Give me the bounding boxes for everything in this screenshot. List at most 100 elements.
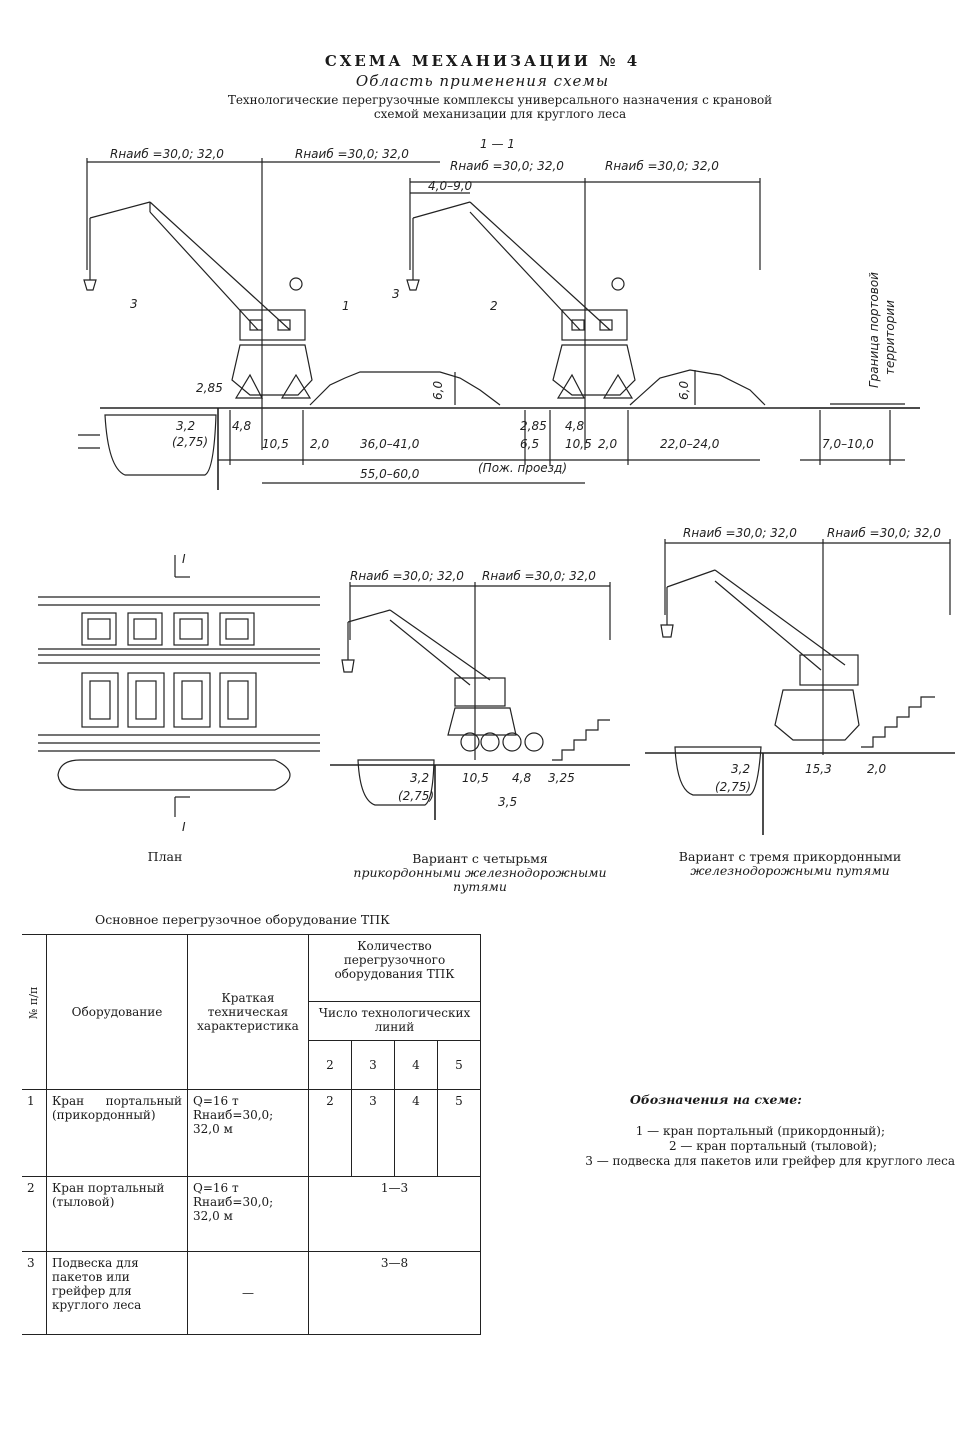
section-mark: 1 — 1 [480, 137, 515, 151]
scheme-description: Технологические перегрузочные комплексы … [190, 93, 810, 121]
variant4-radius-2: Rнаиб =30,0; 32,0 [482, 569, 596, 583]
row-equipment: Кран портальный (прикордонный) [46, 1089, 188, 1177]
dim-4-8-right: 4,8 [565, 419, 584, 433]
dim-7-10: 7,0–10,0 [822, 437, 874, 451]
plan-section-label-top: I [182, 552, 186, 566]
equipment-table: № п/п Оборудование Краткая техническая х… [22, 934, 481, 1335]
radius-label-3: Rнаиб =30,0; 32,0 [450, 159, 564, 173]
height-2-85-right: 2,85 [520, 419, 547, 433]
dim-4-9: 4,0–9,0 [428, 179, 473, 193]
variant3-dim-2-0: 2,0 [867, 762, 886, 776]
line-count-4: 4 [394, 1040, 438, 1090]
variant3-caption: Вариант с тремя прикордонными железнодор… [660, 850, 920, 878]
col-lines-header: Число технологических линий [308, 1001, 481, 1041]
stack-height-2: 6,0 [677, 381, 691, 400]
boundary-label-1: Граница портовой [867, 272, 881, 388]
row-spec: Q=16 т Rнаиб=30,0; 32,0 м [187, 1176, 309, 1252]
scheme-title: СХЕМА МЕХАНИЗАЦИИ № 4 [324, 52, 641, 70]
dim-10-5-left: 10,5 [262, 437, 289, 451]
col-qty-header: Количество перегрузочного оборудования Т… [308, 934, 481, 1002]
variant3-caption-line-2: железнодорожными путями [690, 863, 890, 878]
variant3-dim-3-2: 3,2 [731, 762, 750, 776]
variant4-dim-10-5: 10,5 [462, 771, 489, 785]
dim-55-60: 55,0–60,0 [360, 467, 420, 481]
plan-drawing: I I [38, 552, 320, 834]
grab-number-1: 3 [130, 297, 138, 311]
radius-label-4: Rнаиб =30,0; 32,0 [605, 159, 719, 173]
plan-section-label-bottom: I [182, 820, 186, 834]
variant3-dim-2-75: (2,75) [715, 780, 751, 794]
variant4-caption: Вариант с четырьмя прикордонными железно… [340, 852, 620, 894]
crane-2-drawing [406, 201, 636, 399]
legend-item-2: 2 — кран портальный (тыловой); [668, 1139, 877, 1153]
crane-1-drawing [83, 201, 313, 399]
table-row: 2 Кран портальный (тыловой) Q=16 т Rнаиб… [22, 1176, 481, 1252]
variant4-dim-4-8: 4,8 [512, 771, 531, 785]
col-num-header: № п/п [22, 934, 47, 1090]
grab-number-2: 3 [392, 287, 400, 301]
legend-title: Обозначения на схеме: [630, 1092, 802, 1107]
variant4-dim-2-75: (2,75) [398, 789, 434, 803]
line-count-5: 5 [437, 1040, 481, 1090]
row-qty: 5 [437, 1089, 481, 1177]
row-qty: 2 [308, 1089, 352, 1177]
legend-list: 1 — кран портальный (прикордонный); 2 — … [500, 1124, 955, 1169]
variant4-dim-3-5: 3,5 [498, 795, 517, 809]
row-num: 3 [22, 1251, 47, 1335]
table-row: 1 Кран портальный (прикордонный) Q=16 т … [22, 1089, 481, 1177]
dim-22-24: 22,0–24,0 [660, 437, 720, 451]
height-2-85: 2,85 [196, 381, 223, 395]
dim-6-5: 6,5 [520, 437, 539, 451]
row-num: 2 [22, 1176, 47, 1252]
dim-36-41: 36,0–41,0 [360, 437, 420, 451]
variant3-radius-1: Rнаиб =30,0; 32,0 [683, 526, 797, 540]
ship-hull-drawing [104, 414, 217, 476]
variant4-dim-3-25: 3,25 [548, 771, 575, 785]
dim-4-8-left: 4,8 [232, 419, 251, 433]
dim-2-0-right: 2,0 [598, 437, 617, 451]
row-qty: 4 [394, 1089, 438, 1177]
table-row: 3 Подвеска для пакетов или грейфер для к… [22, 1251, 481, 1335]
row-equipment: Кран портальный (тыловой) [46, 1176, 188, 1252]
line-count-2: 2 [308, 1040, 352, 1090]
row-num: 1 [22, 1089, 47, 1177]
plan-caption: План [147, 849, 183, 864]
variant3-caption-line-1: Вариант с тремя прикордонными [678, 849, 902, 864]
variant4-radius-1: Rнаиб =30,0; 32,0 [350, 569, 464, 583]
row-qty-merged: 3—8 [308, 1251, 481, 1335]
description-line-2: схемой механизации для круглого леса [373, 107, 627, 121]
stack-height-1: 6,0 [431, 381, 445, 400]
row-spec: — [187, 1251, 309, 1335]
height-3-2: 3,2 [176, 419, 195, 433]
legend-item-3: 3 — подвеска для пакетов или грейфер для… [585, 1154, 955, 1168]
row-qty-merged: 1—3 [308, 1176, 481, 1252]
dim-2-0: 2,0 [310, 437, 329, 451]
fire-road-label: (Пож. проезд) [478, 461, 567, 475]
variant4-dim-3-2: 3,2 [410, 771, 429, 785]
height-2-75: (2,75) [172, 435, 208, 449]
main-section-drawing: Rнаиб =30,0; 32,0 Rнаиб =30,0; 32,0 1 — … [78, 137, 920, 490]
variant3-dim-15-3: 15,3 [805, 762, 832, 776]
variant3-drawing: Rнаиб =30,0; 32,0 Rнаиб =30,0; 32,0 3,2 … [645, 526, 955, 835]
line-count-3: 3 [351, 1040, 395, 1090]
boundary-label-2: территории [883, 300, 897, 375]
crane-2-number: 2 [490, 299, 498, 313]
plan-ship-drawing [57, 759, 291, 791]
table-title: Основное перегрузочное оборудование ТПК [95, 912, 390, 927]
scheme-subtitle: Область применения схемы [355, 72, 610, 90]
col-spec-header: Краткая техническая характеристика [187, 934, 309, 1090]
description-line-1: Технологические перегрузочные комплексы … [227, 93, 773, 107]
variant4-caption-line-2: прикордонными железнодорожными [353, 865, 607, 880]
variant4-caption-line-1: Вариант с четырьмя [412, 851, 548, 866]
variant4-drawing: Rнаиб =30,0; 32,0 Rнаиб =30,0; 32,0 3,2 … [330, 569, 630, 820]
variant4-caption-line-3: путями [453, 879, 507, 894]
row-qty: 3 [351, 1089, 395, 1177]
radius-label-1: Rнаиб =30,0; 32,0 [110, 147, 224, 161]
col-equipment-header: Оборудование [46, 934, 188, 1090]
radius-label-2: Rнаиб =30,0; 32,0 [295, 147, 409, 161]
crane-1-number: 1 [342, 299, 350, 313]
legend-item-1: 1 — кран портальный (прикордонный); [635, 1124, 885, 1138]
variant3-radius-2: Rнаиб =30,0; 32,0 [827, 526, 941, 540]
dim-10-5-right: 10,5 [565, 437, 592, 451]
row-spec: Q=16 т Rнаиб=30,0; 32,0 м [187, 1089, 309, 1177]
